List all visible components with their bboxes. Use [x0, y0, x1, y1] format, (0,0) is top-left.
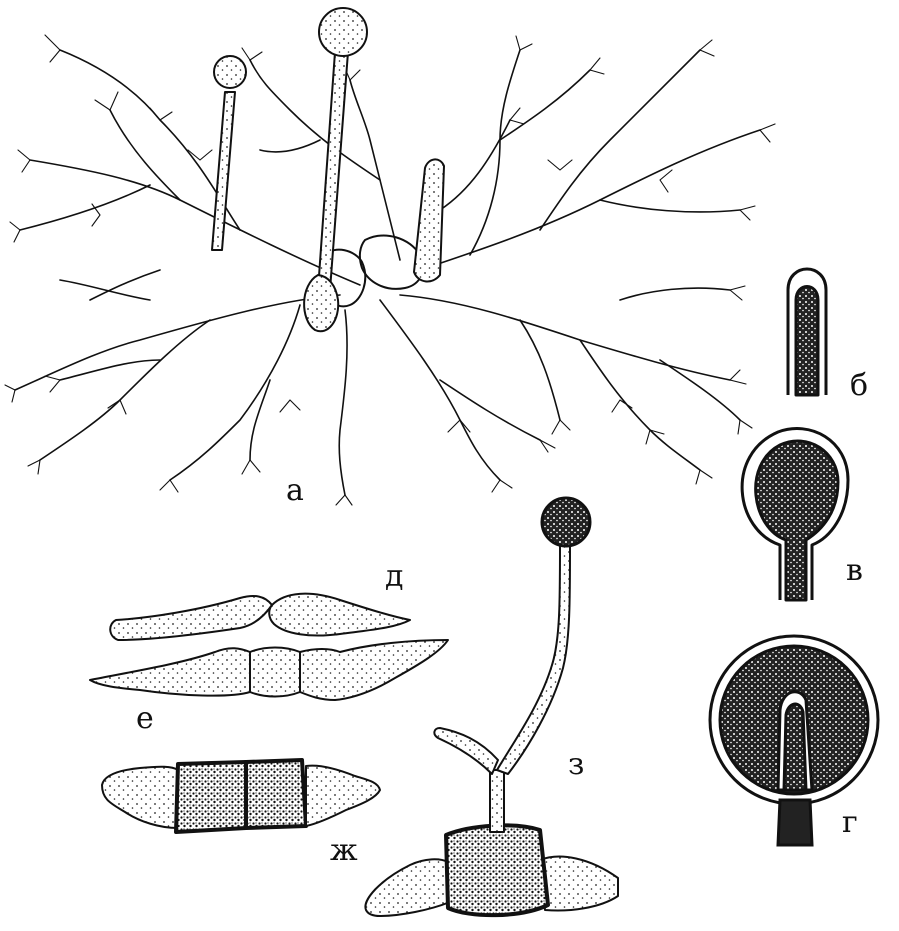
- label-v: в: [846, 553, 863, 588]
- sporangiophore-young: [414, 159, 444, 281]
- mycelium-panel: [5, 8, 775, 505]
- label-g: г: [842, 805, 858, 840]
- label-d: д: [385, 559, 403, 594]
- sporangiophore-left: [212, 56, 246, 250]
- label-b: б: [850, 368, 868, 403]
- contacting-hyphae-panel: [110, 594, 410, 640]
- mycelium-hyphae: [15, 50, 760, 495]
- label-z: з: [568, 747, 584, 782]
- sporangium-swelling-panel: [742, 429, 848, 600]
- progametangia-panel: [90, 640, 448, 700]
- mycelium-twigs: [5, 35, 775, 505]
- label-a: а: [286, 473, 304, 508]
- gametangia-panel: [102, 760, 380, 832]
- label-e: е: [136, 701, 154, 736]
- label-zh: ж: [330, 833, 358, 868]
- sporangium-tip-panel: [788, 269, 826, 395]
- sporangiophore-tall: [304, 8, 367, 331]
